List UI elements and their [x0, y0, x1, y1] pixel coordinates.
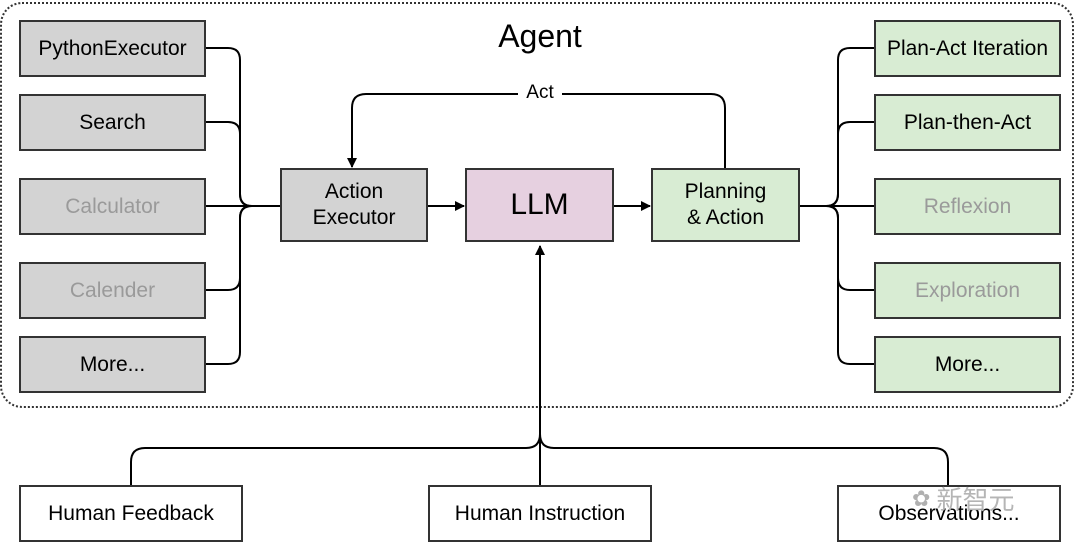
tool-connector-3	[206, 205, 253, 291]
strategy-plan-then-act: Plan-then-Act	[874, 94, 1061, 151]
action-executor-box: Action Executor	[280, 168, 428, 242]
tool-calender: Calender	[19, 262, 206, 319]
agent-title: Agent	[498, 18, 582, 54]
act-loop-arrow	[347, 93, 726, 168]
llm-box: LLM	[465, 168, 614, 242]
tool-search: Search	[19, 94, 206, 151]
observations-box: Observations...	[837, 485, 1061, 542]
planning-line-1: Planning	[684, 180, 767, 203]
tool-connector-0	[206, 47, 253, 207]
strategy-reflexion: Reflexion	[874, 178, 1061, 235]
strategy-connector-4	[825, 205, 874, 365]
human-feedback-box: Human Feedback	[19, 485, 243, 542]
human-instruction-box: Human Instruction	[428, 485, 652, 542]
watermark: ✿ 新智元	[912, 480, 1014, 517]
action-executor-line-1: Action	[324, 180, 384, 203]
feedback-connector	[130, 433, 541, 485]
tool-connector-1	[206, 121, 253, 207]
strategy-plan-act-iteration: Plan-Act Iteration	[874, 20, 1061, 77]
planning-action-box: Planning & Action	[651, 168, 800, 242]
strategy-connector-1	[825, 121, 874, 207]
strategy-more: More...	[874, 336, 1061, 393]
action-executor-line-2: Executor	[312, 206, 396, 229]
tool-python-executor: PythonExecutor	[19, 20, 206, 77]
tool-more: More...	[19, 336, 206, 393]
strategy-connector-3	[825, 205, 874, 291]
tool-calculator: Calculator	[19, 178, 206, 235]
strategy-connector-0	[825, 47, 874, 207]
watermark-text: 新智元	[936, 485, 1015, 515]
agent-boundary	[0, 2, 1074, 408]
tool-connector-4	[206, 205, 253, 365]
observations-connector	[539, 433, 949, 485]
wechat-icon: ✿	[912, 485, 931, 511]
planning-line-2: & Action	[686, 206, 765, 229]
act-label: Act	[518, 82, 562, 104]
strategy-exploration: Exploration	[874, 262, 1061, 319]
